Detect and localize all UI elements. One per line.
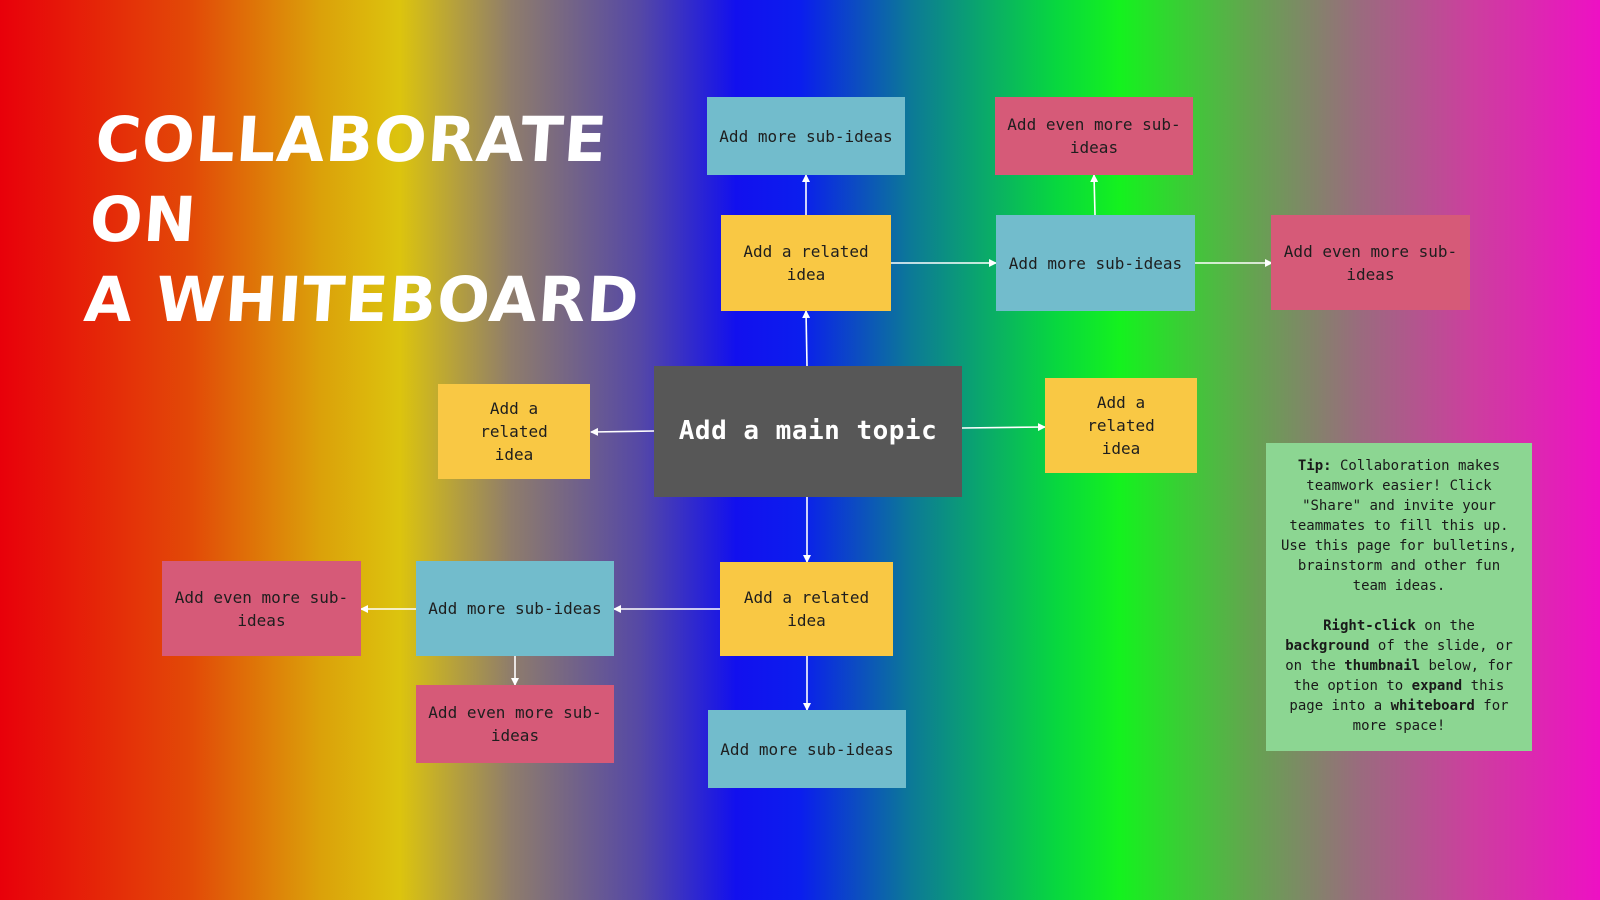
node-bottom-left-even-more[interactable]: Add even more sub-ideas xyxy=(162,561,361,656)
tip-sticky-note[interactable]: Tip: Collaboration makes teamwork easier… xyxy=(1266,443,1532,751)
tip-label: Tip: xyxy=(1297,458,1332,474)
edge-main-top-related xyxy=(802,310,811,367)
node-label: Add more sub-ideas xyxy=(719,126,893,146)
tip-paragraph-2: Right-click on the background of the sli… xyxy=(1278,616,1520,736)
node-label: Add a related idea xyxy=(1087,393,1155,458)
node-top-sub-ideas[interactable]: Add more sub-ideas xyxy=(707,97,905,175)
tip-bold: background xyxy=(1285,638,1370,654)
node-label: Add more sub-ideas xyxy=(428,599,602,618)
node-bottom-sub-ideas[interactable]: Add more sub-ideas xyxy=(708,710,906,788)
node-label: Add a related idea xyxy=(743,242,869,284)
tip-text: of the slide, or on the xyxy=(1285,638,1513,674)
edge-main-right-related xyxy=(961,423,1046,432)
tip-text: below, for the option to xyxy=(1293,658,1513,694)
node-main-topic[interactable]: Add a main topic xyxy=(654,366,962,497)
tip-paragraph-1: Tip: Collaboration makes teamwork easier… xyxy=(1278,456,1520,596)
node-bottom-left-even-more-2[interactable]: Add even more sub-ideas xyxy=(416,685,614,763)
tip-text: for more space! xyxy=(1352,698,1509,734)
edge-main-left-related xyxy=(590,427,655,436)
tip-bold: whiteboard xyxy=(1390,698,1475,714)
node-left-related-idea[interactable]: Add a related idea xyxy=(438,384,590,479)
tip-bold: expand xyxy=(1411,678,1463,694)
node-label: Add even more sub-ideas xyxy=(428,703,602,745)
node-bottom-left-sub-ideas[interactable]: Add more sub-ideas xyxy=(416,561,614,656)
tip-text: Collaboration makes teamwork easier! Cli… xyxy=(1280,458,1517,594)
node-right-related-idea[interactable]: Add a related idea xyxy=(1045,378,1197,473)
node-label: Add a main topic xyxy=(678,416,938,446)
node-bottom-related-idea[interactable]: Add a related idea xyxy=(720,562,893,656)
node-right-sub-ideas[interactable]: Add more sub-ideas xyxy=(996,215,1195,311)
node-label: Add even more sub-ideas xyxy=(1283,241,1458,284)
node-top-related-idea[interactable]: Add a related idea xyxy=(721,215,891,311)
node-far-right-even-more[interactable]: Add even more sub-ideas xyxy=(1271,215,1470,310)
node-top-right-even-more[interactable]: Add even more sub-ideas xyxy=(995,97,1193,175)
node-label: Add more sub-ideas xyxy=(720,739,894,759)
node-label: Add more sub-ideas xyxy=(1008,253,1183,273)
node-label: Add a related idea xyxy=(480,399,548,464)
node-label: Add even more sub-ideas xyxy=(1007,115,1181,157)
node-label: Add even more sub-ideas xyxy=(174,587,349,630)
tip-text: this page into a xyxy=(1289,678,1505,714)
tip-bold: Right-click xyxy=(1323,618,1416,634)
edge-right-sub-top-right-even xyxy=(1090,174,1099,216)
tip-text: on the xyxy=(1415,618,1475,634)
tip-bold: thumbnail xyxy=(1344,658,1421,674)
node-label: Add a related idea xyxy=(743,588,870,630)
